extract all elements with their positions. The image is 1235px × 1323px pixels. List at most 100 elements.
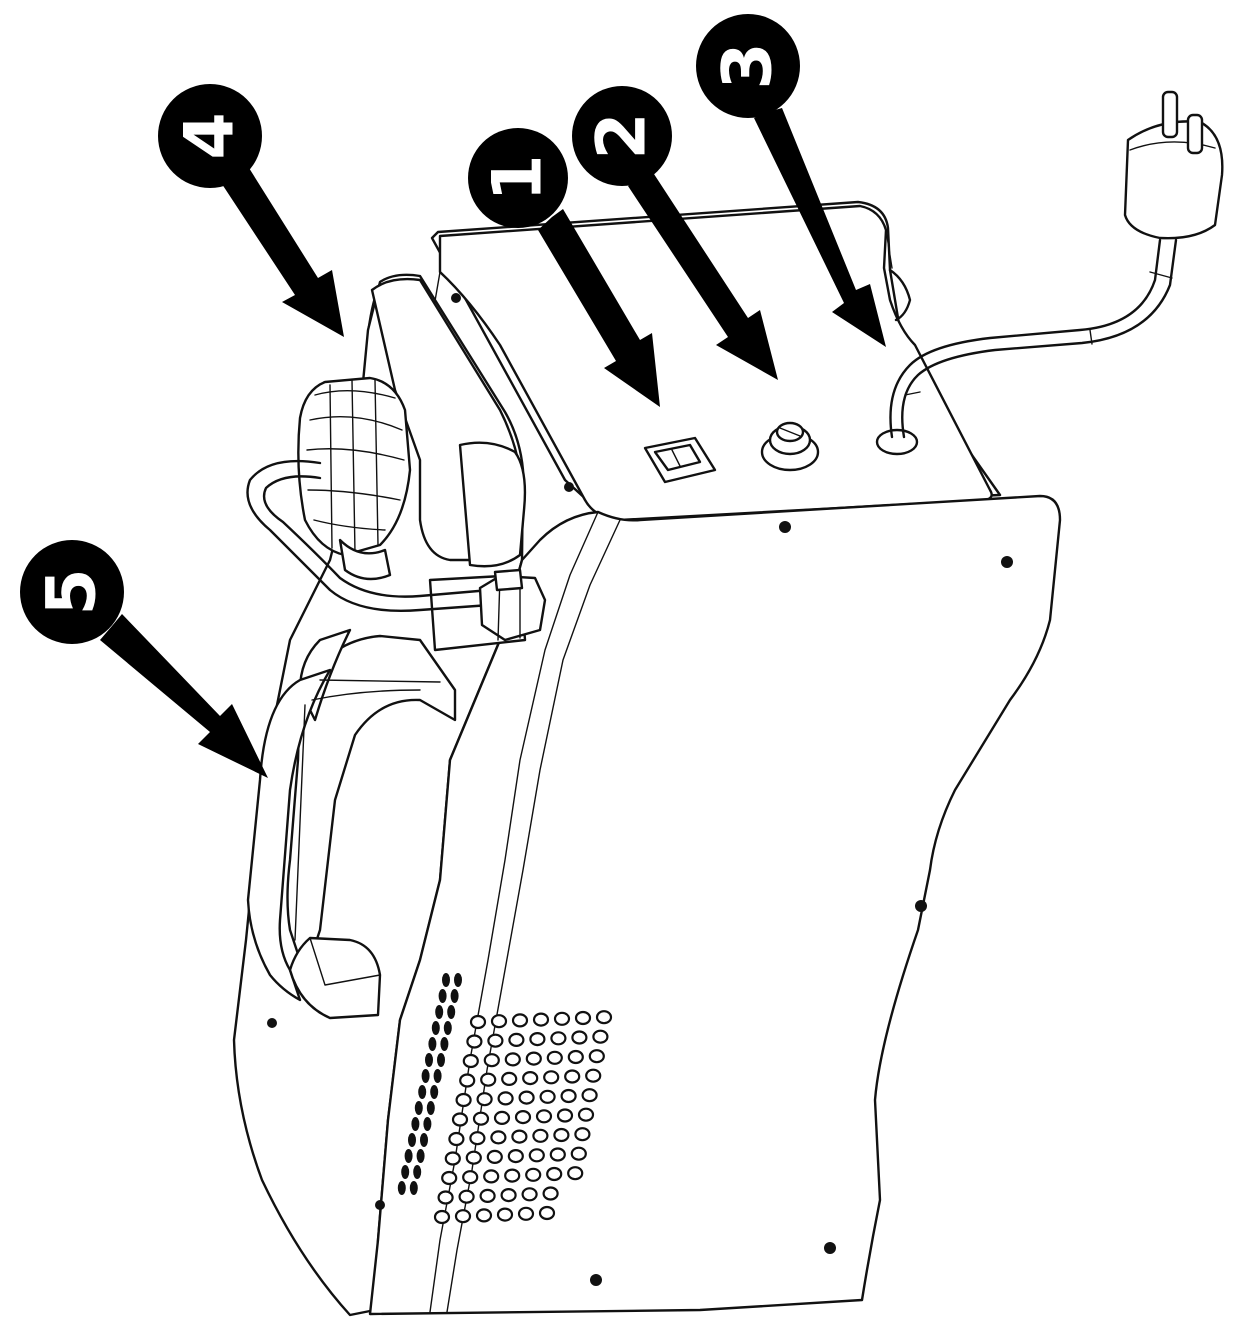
vent-slot bbox=[423, 1117, 432, 1131]
vent-hole bbox=[479, 1188, 496, 1204]
vent-slot bbox=[397, 1181, 406, 1195]
callout-badge-4: 4 bbox=[158, 84, 262, 188]
screw bbox=[1001, 556, 1013, 568]
vent-slot bbox=[443, 1021, 452, 1035]
vent-slot bbox=[428, 1037, 437, 1051]
vent-hole bbox=[501, 1071, 518, 1087]
screw bbox=[375, 1200, 385, 1210]
screw bbox=[564, 482, 574, 492]
vent-hole bbox=[476, 1092, 493, 1107]
vent-hole bbox=[560, 1088, 577, 1104]
vent-hole bbox=[508, 1032, 525, 1048]
vent-hole bbox=[549, 1147, 566, 1162]
vent-hole bbox=[472, 1111, 490, 1126]
vent-hole bbox=[529, 1031, 546, 1047]
vent-slot bbox=[437, 1053, 445, 1067]
vent-slot bbox=[430, 1085, 439, 1099]
vent-hole bbox=[441, 1170, 458, 1186]
vent-hole bbox=[574, 1010, 592, 1026]
vent-slot bbox=[401, 1165, 410, 1179]
vent-slot bbox=[426, 1101, 435, 1115]
vent-hole bbox=[539, 1089, 556, 1104]
vent-hole bbox=[532, 1128, 549, 1143]
power-cord bbox=[875, 90, 1224, 456]
vent-slot bbox=[413, 1165, 422, 1179]
vent-hole bbox=[546, 1050, 563, 1065]
arrow-2 bbox=[628, 171, 778, 380]
vent-slot bbox=[404, 1149, 413, 1163]
vent-hole bbox=[504, 1168, 521, 1183]
vent-hole bbox=[500, 1187, 517, 1203]
vent-hole bbox=[567, 1049, 584, 1065]
arrow-3 bbox=[754, 108, 886, 347]
vent-hole bbox=[475, 1208, 493, 1223]
callout-number-3: 3 bbox=[709, 42, 788, 89]
vent-hole bbox=[469, 1131, 486, 1146]
vent-slot bbox=[447, 1005, 456, 1019]
vent-hole bbox=[444, 1151, 461, 1166]
screw bbox=[590, 1274, 602, 1286]
spool-housing bbox=[246, 277, 547, 652]
vent-hole bbox=[525, 1167, 542, 1182]
vent-slot bbox=[416, 1149, 425, 1163]
vent-hole bbox=[574, 1127, 591, 1142]
vent-hole bbox=[567, 1166, 584, 1181]
arrow-4 bbox=[218, 160, 344, 337]
vent-hole bbox=[592, 1029, 609, 1044]
vent-slot bbox=[411, 1117, 420, 1131]
screw bbox=[267, 1018, 277, 1028]
vent-hole bbox=[496, 1207, 514, 1222]
vent-hole bbox=[588, 1049, 605, 1064]
vent-hole bbox=[504, 1052, 521, 1067]
vent-hole bbox=[448, 1131, 465, 1147]
vent-hole bbox=[433, 1209, 451, 1225]
vent-hole bbox=[437, 1190, 454, 1205]
callout-badge-2: 2 bbox=[572, 86, 672, 186]
vent-slot bbox=[420, 1133, 428, 1147]
vent-slot bbox=[438, 989, 447, 1003]
vent-hole bbox=[528, 1148, 545, 1163]
gas-connector bbox=[760, 421, 820, 472]
vent-hole bbox=[465, 1150, 482, 1165]
vent-hole bbox=[490, 1130, 507, 1145]
screw bbox=[451, 293, 461, 303]
vent-hole bbox=[469, 1014, 487, 1030]
vent-hole bbox=[570, 1146, 587, 1161]
vent-hole bbox=[493, 1110, 511, 1126]
vent-hole bbox=[571, 1030, 588, 1045]
vent-hole bbox=[543, 1070, 560, 1085]
screw bbox=[824, 1242, 836, 1254]
vent-slot bbox=[431, 1021, 440, 1035]
vent-slot bbox=[442, 973, 450, 987]
vent-slot bbox=[421, 1069, 430, 1083]
vent-hole bbox=[486, 1149, 503, 1165]
vent-slot bbox=[408, 1133, 416, 1147]
vent-hole bbox=[511, 1013, 529, 1028]
vent-hole bbox=[585, 1068, 602, 1083]
vent-hole bbox=[553, 1011, 571, 1026]
vent-hole bbox=[483, 1169, 500, 1184]
vent-hole bbox=[538, 1205, 556, 1221]
vent-hole bbox=[553, 1127, 570, 1143]
arrow-5 bbox=[100, 614, 268, 778]
vent-slot bbox=[433, 1069, 442, 1083]
power-switch bbox=[643, 436, 717, 484]
vent-hole bbox=[462, 1170, 479, 1185]
vent-hole bbox=[451, 1112, 469, 1127]
vent-grille bbox=[397, 973, 613, 1225]
carry-handle bbox=[246, 628, 457, 1020]
callout-number-4: 4 bbox=[171, 112, 250, 159]
callout-number-5: 5 bbox=[33, 568, 112, 615]
vent-hole bbox=[507, 1148, 524, 1164]
screw bbox=[915, 900, 927, 912]
vent-hole bbox=[542, 1186, 559, 1201]
vent-hole bbox=[455, 1092, 472, 1108]
vent-hole bbox=[518, 1090, 535, 1105]
vent-hole bbox=[577, 1107, 595, 1122]
arrow-1 bbox=[538, 209, 660, 407]
vent-hole bbox=[564, 1069, 581, 1084]
vent-hole bbox=[511, 1129, 528, 1144]
vent-hole bbox=[497, 1091, 514, 1106]
vent-slot bbox=[440, 1037, 449, 1051]
callout-number-2: 2 bbox=[583, 112, 662, 159]
